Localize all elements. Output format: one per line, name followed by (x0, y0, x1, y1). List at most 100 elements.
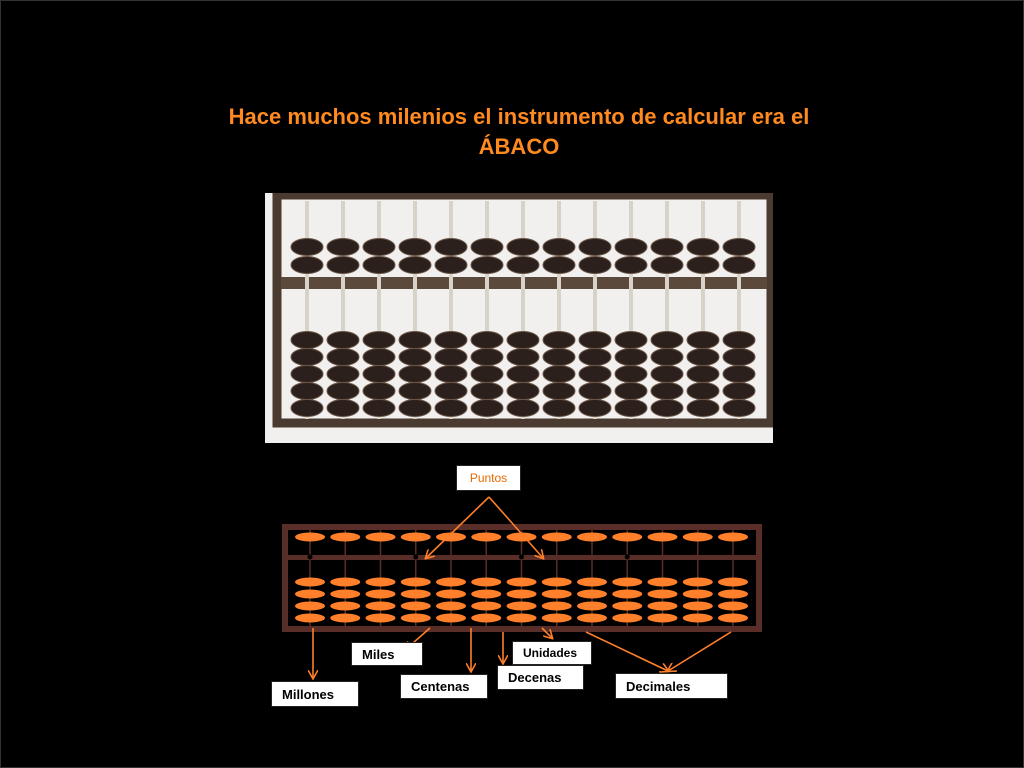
photo-lower-bead (362, 348, 396, 366)
title-line-2: ÁBACO (478, 134, 560, 159)
photo-rod (557, 201, 561, 419)
photo-lower-bead (434, 365, 468, 383)
photo-upper-bead (614, 238, 648, 256)
photo-upper-bead (686, 256, 720, 274)
label-millones: Millones (271, 681, 359, 707)
photo-frame (272, 193, 773, 428)
photo-lower-bead (326, 382, 360, 400)
photo-lower-bead (398, 399, 432, 417)
photo-lower-bead (578, 348, 612, 366)
photo-upper-bead (326, 238, 360, 256)
photo-lower-bead (506, 365, 540, 383)
photo-upper-bead (290, 256, 324, 274)
photo-lower-bead (434, 348, 468, 366)
photo-lower-bead (398, 382, 432, 400)
photo-rod (629, 201, 633, 419)
photo-lower-bead (470, 382, 504, 400)
photo-lower-bead (542, 365, 576, 383)
photo-upper-bead (470, 238, 504, 256)
slide-title: Hace muchos milenios el instrumento de c… (0, 102, 1024, 162)
label-miles: Miles (351, 642, 423, 666)
photo-lower-bead (506, 382, 540, 400)
photo-lower-bead (362, 331, 396, 349)
abacus-photo (265, 193, 773, 443)
photo-lower-bead (362, 399, 396, 417)
photo-upper-bead (434, 256, 468, 274)
photo-upper-bead (506, 256, 540, 274)
photo-upper-bead (398, 256, 432, 274)
photo-lower-bead (686, 348, 720, 366)
photo-upper-bead (722, 256, 756, 274)
photo-upper-bead (578, 256, 612, 274)
photo-lower-bead (290, 348, 324, 366)
photo-upper-bead (470, 256, 504, 274)
photo-lower-bead (326, 365, 360, 383)
photo-lower-bead (506, 348, 540, 366)
photo-lower-bead (686, 399, 720, 417)
photo-lower-bead (290, 331, 324, 349)
photo-lower-bead (542, 331, 576, 349)
photo-upper-bead (434, 238, 468, 256)
photo-lower-bead (398, 331, 432, 349)
photo-rod (341, 201, 345, 419)
photo-rod (305, 201, 309, 419)
photo-lower-bead (722, 365, 756, 383)
photo-lower-bead (578, 382, 612, 400)
photo-lower-bead (686, 382, 720, 400)
photo-lower-bead (614, 331, 648, 349)
photo-lower-bead (722, 399, 756, 417)
photo-lower-bead (362, 365, 396, 383)
photo-upper-bead (650, 256, 684, 274)
photo-lower-bead (722, 382, 756, 400)
photo-lower-bead (650, 348, 684, 366)
photo-lower-bead (650, 331, 684, 349)
photo-upper-bead (722, 238, 756, 256)
photo-lower-bead (614, 382, 648, 400)
label-decenas: Decenas (497, 665, 584, 690)
photo-lower-bead (326, 348, 360, 366)
photo-rod (413, 201, 417, 419)
photo-lower-bead (614, 348, 648, 366)
photo-lower-bead (470, 348, 504, 366)
label-puntos: Puntos (456, 465, 521, 491)
photo-upper-bead (326, 256, 360, 274)
photo-rod (665, 201, 669, 419)
photo-lower-bead (362, 382, 396, 400)
photo-lower-bead (434, 399, 468, 417)
photo-lower-bead (722, 348, 756, 366)
photo-upper-bead (542, 238, 576, 256)
photo-rod (593, 201, 597, 419)
photo-lower-bead (578, 365, 612, 383)
photo-lower-bead (326, 331, 360, 349)
photo-rod (449, 201, 453, 419)
photo-upper-bead (362, 238, 396, 256)
photo-lower-bead (290, 365, 324, 383)
photo-rod (485, 201, 489, 419)
photo-rod (701, 201, 705, 419)
photo-upper-bead (362, 256, 396, 274)
photo-lower-bead (650, 399, 684, 417)
photo-lower-bead (434, 382, 468, 400)
photo-lower-bead (290, 382, 324, 400)
photo-upper-bead (578, 238, 612, 256)
photo-lower-bead (398, 348, 432, 366)
photo-lower-bead (470, 331, 504, 349)
label-centenas: Centenas (400, 674, 488, 699)
photo-lower-bead (470, 365, 504, 383)
photo-lower-bead (578, 399, 612, 417)
abacus-photo-drawing (272, 193, 773, 428)
photo-lower-bead (614, 365, 648, 383)
photo-upper-bead (650, 238, 684, 256)
photo-upper-bead (398, 238, 432, 256)
photo-lower-bead (506, 399, 540, 417)
photo-lower-bead (542, 348, 576, 366)
photo-upper-bead (506, 238, 540, 256)
photo-upper-bead (614, 256, 648, 274)
photo-lower-bead (434, 331, 468, 349)
photo-rod (521, 201, 525, 419)
photo-lower-bead (650, 365, 684, 383)
photo-upper-bead (542, 256, 576, 274)
photo-lower-bead (578, 331, 612, 349)
photo-lower-bead (398, 365, 432, 383)
photo-lower-bead (686, 365, 720, 383)
